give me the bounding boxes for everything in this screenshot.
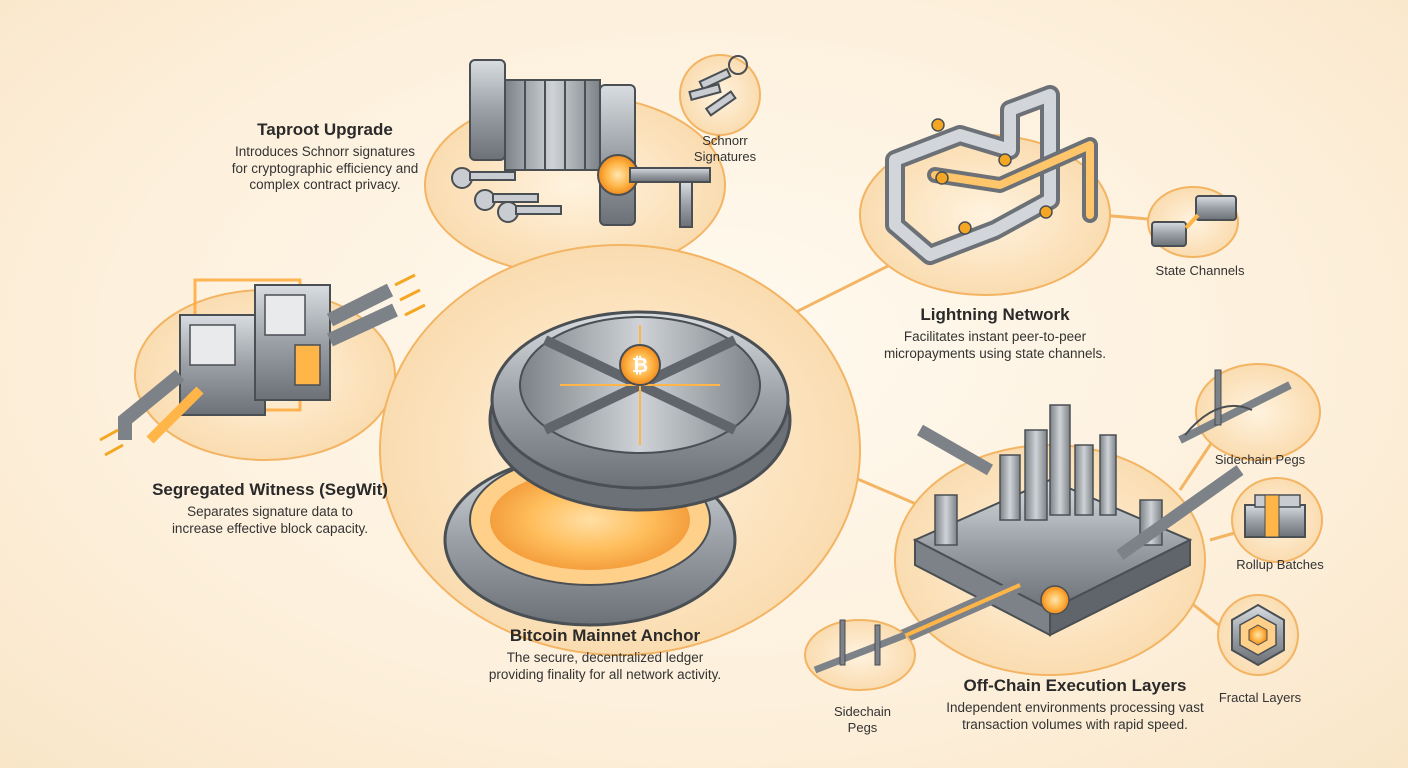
offchain-illustration [847,404,1244,676]
sidechain-pegs-left-label: Sidechain Pegs [815,704,910,735]
taproot-desc-line3: complex contract privacy. [249,176,401,192]
taproot-desc-line1: Introduces Schnorr signatures [234,144,416,160]
sidechain-pegs-right-label: Sidechain Pegs [1195,452,1325,468]
taproot-label: Taproot Upgrade Introduces Schnorr signa… [210,120,440,193]
lightning-illustration [859,85,1111,296]
segwit-label: Segregated Witness (SegWit) Separates si… [120,480,420,537]
bridge-icon-left [804,619,916,691]
center-title: Bitcoin Mainnet Anchor [509,626,701,645]
arrow-icons [99,273,426,457]
data-server-icon [118,283,398,444]
key-ring-icon [679,54,761,136]
offchain-desc-line1: Independent environments processing vast [946,700,1204,716]
taproot-desc-line2: for cryptographic efficiency and [231,160,419,176]
schnorr-label: Schnorr Signatures [670,133,780,164]
sidechain-pegs-left-line2: Pegs [847,719,878,735]
valve-icons [931,118,1053,235]
segwit-title: Segregated Witness (SegWit) [152,480,388,499]
sidechain-pegs-left-line1: Sidechain [833,704,892,719]
rollup-label: Rollup Batches [1210,557,1350,573]
keys-icon [451,167,562,223]
segwit-desc-line1: Separates signature data to [187,504,353,520]
usb-connector-icon [1147,186,1239,258]
center-desc: The secure, decentralized ledger providi… [460,650,750,682]
bridge-icon-right [1178,363,1321,461]
pipe-network-icon [885,85,1098,265]
taproot-desc: Introduces Schnorr signatures for crypto… [210,144,440,193]
stacked-batches-icon [1231,477,1323,563]
offchain-title: Off-Chain Execution Layers [963,676,1187,695]
lightning-desc: Facilitates instant peer-to-peer micropa… [855,329,1135,361]
segwit-desc: Separates signature data to increase eff… [120,504,420,536]
segwit-illustration [99,273,426,461]
center-label: Bitcoin Mainnet Anchor The secure, decen… [460,626,750,683]
taproot-title: Taproot Upgrade [257,120,393,139]
bitcoin-vault-icon: ₿ [379,244,861,656]
fractal-hexagon-icon [1217,594,1299,676]
state-channels-label: State Channels [1135,263,1265,279]
center-desc-line1: The secure, decentralized ledger [506,650,704,666]
schnorr-line1: Schnorr [702,133,748,148]
city-platform-icon [912,404,1193,637]
rollup-text: Rollup Batches [1236,557,1324,572]
fractal-text: Fractal Layers [1218,690,1302,705]
lightning-desc-line2: micropayments using state channels. [883,345,1107,361]
taproot-illustration [424,59,726,276]
schnorr-line2: Signatures [693,148,757,164]
lightning-desc-line1: Facilitates instant peer-to-peer [903,329,1087,345]
offchain-desc: Independent environments processing vast… [915,700,1235,732]
offchain-desc-line2: transaction volumes with rapid speed. [962,716,1188,732]
segwit-desc-line2: increase effective block capacity. [171,520,369,536]
sidechain-pegs-right-text: Sidechain Pegs [1214,452,1306,467]
state-channels-text: State Channels [1155,263,1245,278]
combination-lock-icon [469,59,711,228]
lightning-label: Lightning Network Facilitates instant pe… [855,305,1135,362]
offchain-label: Off-Chain Execution Layers Independent e… [915,676,1235,733]
lightning-title: Lightning Network [920,305,1070,324]
fractal-label: Fractal Layers [1195,690,1325,706]
center-desc-line2: providing finality for all network activ… [488,666,722,682]
svg-text:₿: ₿ [632,353,648,377]
